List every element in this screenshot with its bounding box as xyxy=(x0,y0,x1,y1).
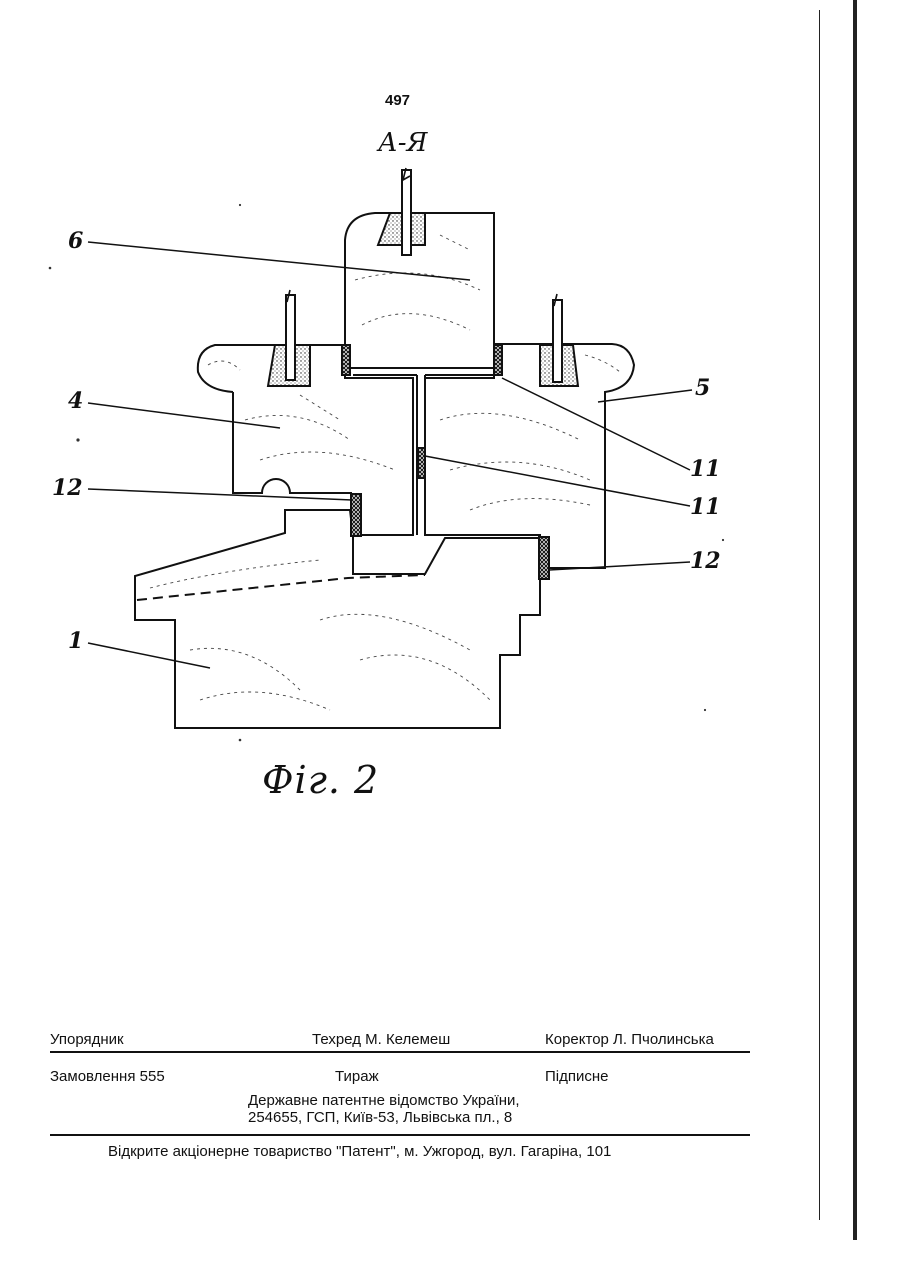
callout-12-left: 12 xyxy=(52,475,83,501)
divider-top xyxy=(50,1051,750,1053)
print-run: Тираж xyxy=(335,1068,379,1085)
page-number: 497 xyxy=(385,92,410,109)
technical-drawing xyxy=(40,155,760,755)
part-5-right-block xyxy=(425,344,634,568)
callout-5: 5 xyxy=(695,375,710,401)
seal-11-vertical xyxy=(418,448,425,478)
stud-left xyxy=(286,295,295,380)
part-1-base xyxy=(135,510,540,728)
proofreader: Коректор Л. Пчолинська xyxy=(545,1031,714,1048)
seal-12-left xyxy=(351,494,361,536)
office-address-line2: 254655, ГСП, Київ-53, Львівська пл., 8 xyxy=(248,1109,512,1126)
callout-11-upper: 11 xyxy=(690,456,721,482)
divider-bottom xyxy=(50,1134,750,1136)
seal-11-right xyxy=(494,345,502,375)
order-number: Замовлення 555 xyxy=(50,1068,165,1085)
printer-info: Відкрите акціонерне товариство "Патент",… xyxy=(108,1143,611,1160)
seal-12-right xyxy=(539,537,549,579)
callout-6: 6 xyxy=(68,228,83,254)
callout-4: 4 xyxy=(68,388,83,414)
section-label: А-Я xyxy=(378,128,427,158)
callout-1: 1 xyxy=(68,628,83,654)
office-address-line1: Державне патентне відомство України, xyxy=(248,1092,520,1109)
callout-11-lower: 11 xyxy=(690,494,721,520)
stud-right xyxy=(553,300,562,382)
stud-top xyxy=(402,170,411,255)
leader-5 xyxy=(598,390,692,402)
callout-12-right: 12 xyxy=(690,548,721,574)
figure-caption: Фіг. 2 xyxy=(262,758,379,802)
channel-horizontal xyxy=(353,368,494,375)
scan-edge-outer xyxy=(853,0,857,1240)
scan-edge-inner xyxy=(819,10,820,1220)
subscription: Підписне xyxy=(545,1068,609,1085)
tech-editor: Техред М. Келемеш xyxy=(312,1031,450,1048)
compiler-label: Упорядник xyxy=(50,1031,124,1048)
seal-11-left xyxy=(342,345,350,375)
